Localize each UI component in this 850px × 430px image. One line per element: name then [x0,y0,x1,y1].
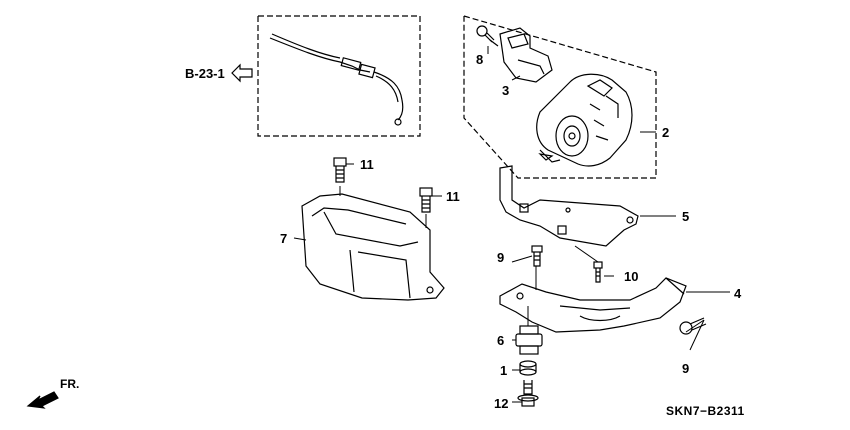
mount-bracket-4 [499,277,687,333]
callout-12: 12 [494,396,509,411]
actuator-bracket-5 [499,165,639,247]
callout-9-upper: 9 [497,250,505,265]
callout-10: 10 [624,269,639,284]
diagram-code: SKN7−B2311 [666,404,745,418]
callout-2: 2 [662,125,670,140]
actuator-cover-7 [301,193,445,301]
bolt-12 [517,380,539,407]
callout-1: 1 [500,363,508,378]
cruise-actuator-2 [536,73,633,167]
callout-5: 5 [682,209,690,224]
bolt-10 [593,261,603,283]
bolt-9-lower [679,317,707,335]
reference-arrow-icon [231,63,253,83]
bolt-8 [476,25,499,47]
front-arrow-icon [26,391,59,409]
callout-7: 7 [280,231,288,246]
rubber-mount-6 [515,325,543,355]
actuator-inset-box [463,15,657,179]
throttle-cable [269,33,404,126]
front-label: FR. [60,377,80,391]
callout-4: 4 [734,286,742,301]
collar-1 [519,360,537,376]
callout-9-lower: 9 [682,361,690,376]
callout-11-right: 11 [446,189,460,204]
cable-inset-box [257,15,421,137]
bolt-11-left [333,157,347,183]
reference-label: B-23-1 [185,66,225,81]
bolt-9-upper [531,245,543,267]
callout-8: 8 [476,52,484,67]
callout-11-left: 11 [360,157,374,172]
actuator-bracket-3 [499,27,553,83]
callout-3: 3 [502,83,510,98]
leader-lines [293,46,730,403]
callout-6: 6 [497,333,505,348]
bolt-11-right [419,187,433,213]
